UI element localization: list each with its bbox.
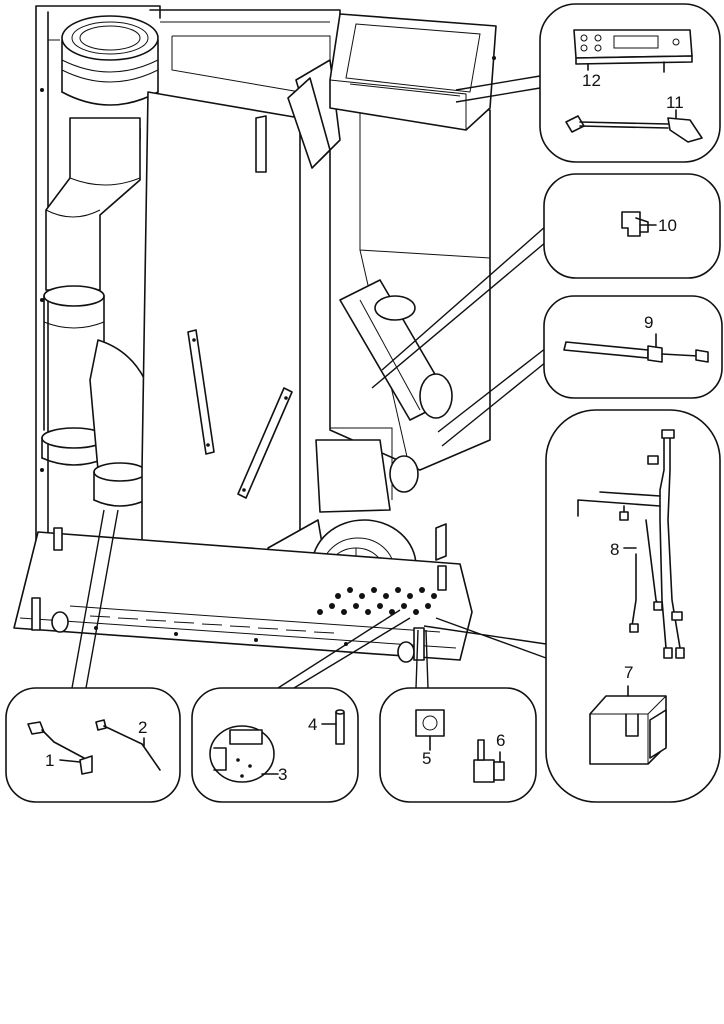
part-number-8: 8: [610, 540, 619, 559]
part-number-2: 2: [138, 718, 147, 737]
part-number-7: 7: [624, 663, 633, 682]
thermocouple-part: [27, 721, 93, 775]
thermostat-clip-part: [621, 211, 657, 237]
pressure-switch-part: [415, 709, 445, 751]
part-number-11: 11: [666, 93, 684, 112]
probe-part: [95, 719, 161, 771]
control-board-part: [589, 685, 667, 765]
pin-part: [321, 709, 345, 745]
wiring-harness-part: [577, 429, 685, 659]
part-number-9: 9: [644, 313, 653, 332]
back-panel: [141, 35, 331, 601]
callout-sensors: 1 2: [5, 687, 181, 803]
leader-lines: [71, 75, 547, 689]
control-housing: [329, 13, 497, 131]
part-number-4: 4: [308, 715, 317, 734]
flue-pipe: [41, 117, 147, 507]
callout-control-panel: 12 11: [539, 3, 721, 163]
callout-thermostat: 10: [543, 173, 721, 279]
base-plate: [13, 527, 473, 663]
base-perforations: [317, 587, 437, 615]
callout-igniter: 9: [543, 295, 723, 399]
display-board-part: [573, 29, 693, 73]
auger-assembly: [339, 279, 453, 421]
sensor-cable-part: [565, 109, 703, 143]
part-number-6: 6: [496, 731, 505, 750]
part-number-12: 12: [582, 71, 601, 90]
igniter-part: [563, 333, 709, 363]
callout-wiring: 8 7: [545, 409, 721, 803]
part-number-10: 10: [658, 216, 677, 235]
part-number-1: 1: [45, 751, 54, 770]
callout-burn-pot: 3 4: [191, 687, 359, 803]
motor-part: [473, 739, 505, 783]
stove-assembly: [13, 5, 497, 663]
burn-pot-plate-part: [209, 725, 279, 783]
flue-collar: [61, 15, 159, 106]
part-number-5: 5: [422, 749, 431, 768]
combustion-box: [315, 427, 419, 513]
callout-switches: 5 6: [379, 687, 537, 803]
part-number-3: 3: [278, 765, 287, 784]
